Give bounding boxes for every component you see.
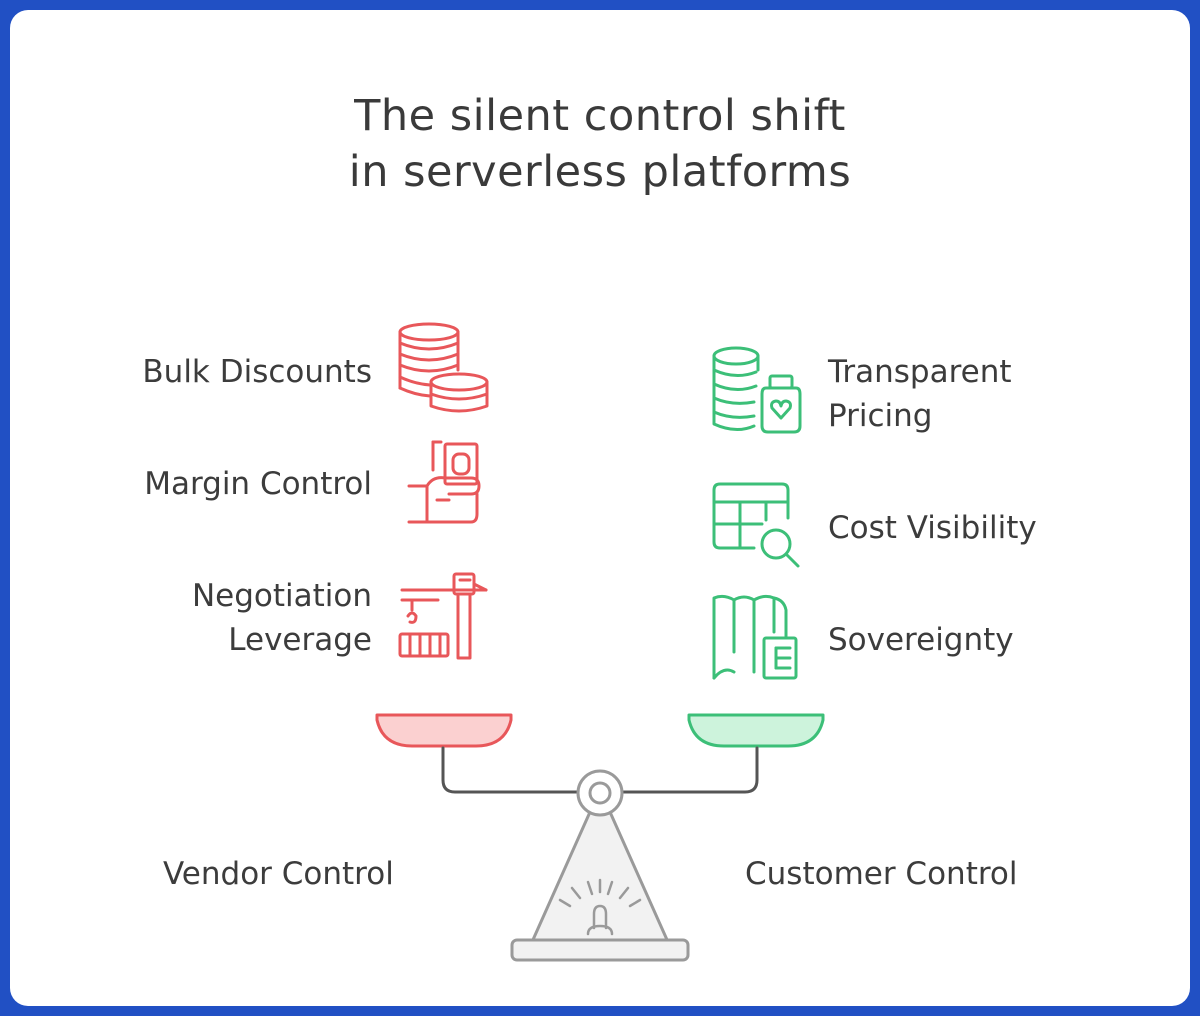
label-margin-control: Margin Control: [144, 466, 372, 502]
map-flag-icon: [710, 592, 805, 687]
title-line-1: The silent control shift: [354, 91, 846, 141]
scale-gauge: [558, 878, 642, 936]
label-transparent-pricing: Transparent Pricing: [828, 350, 1012, 438]
coin-stacks-icon: [398, 322, 493, 414]
label-transparent-line2: Pricing: [828, 398, 933, 434]
label-negotiation-line2: Leverage: [228, 622, 372, 658]
diagram-title: The silent control shift in serverless p…: [0, 88, 1200, 200]
label-cost-visibility: Cost Visibility: [828, 510, 1037, 546]
vendor-pan: [375, 713, 513, 748]
label-transparent-line1: Transparent: [828, 354, 1012, 390]
caption-customer-control: Customer Control: [745, 856, 1018, 892]
caption-vendor-control: Vendor Control: [163, 856, 394, 892]
coins-and-heart-jar-icon: [710, 346, 805, 438]
label-bulk-discounts: Bulk Discounts: [142, 354, 372, 390]
label-negotiation-leverage: Negotiation Leverage: [192, 574, 372, 662]
scale-stand: [530, 810, 670, 944]
crane-lifting-cargo-icon: [398, 568, 493, 663]
title-line-2: in serverless platforms: [348, 147, 852, 197]
label-sovereignty: Sovereignty: [828, 622, 1014, 658]
table-magnifier-icon: [710, 480, 805, 575]
scale-base: [510, 938, 690, 962]
hand-holding-money-icon: [405, 440, 485, 524]
customer-pan: [687, 713, 825, 748]
label-negotiation-line1: Negotiation: [191, 578, 372, 614]
